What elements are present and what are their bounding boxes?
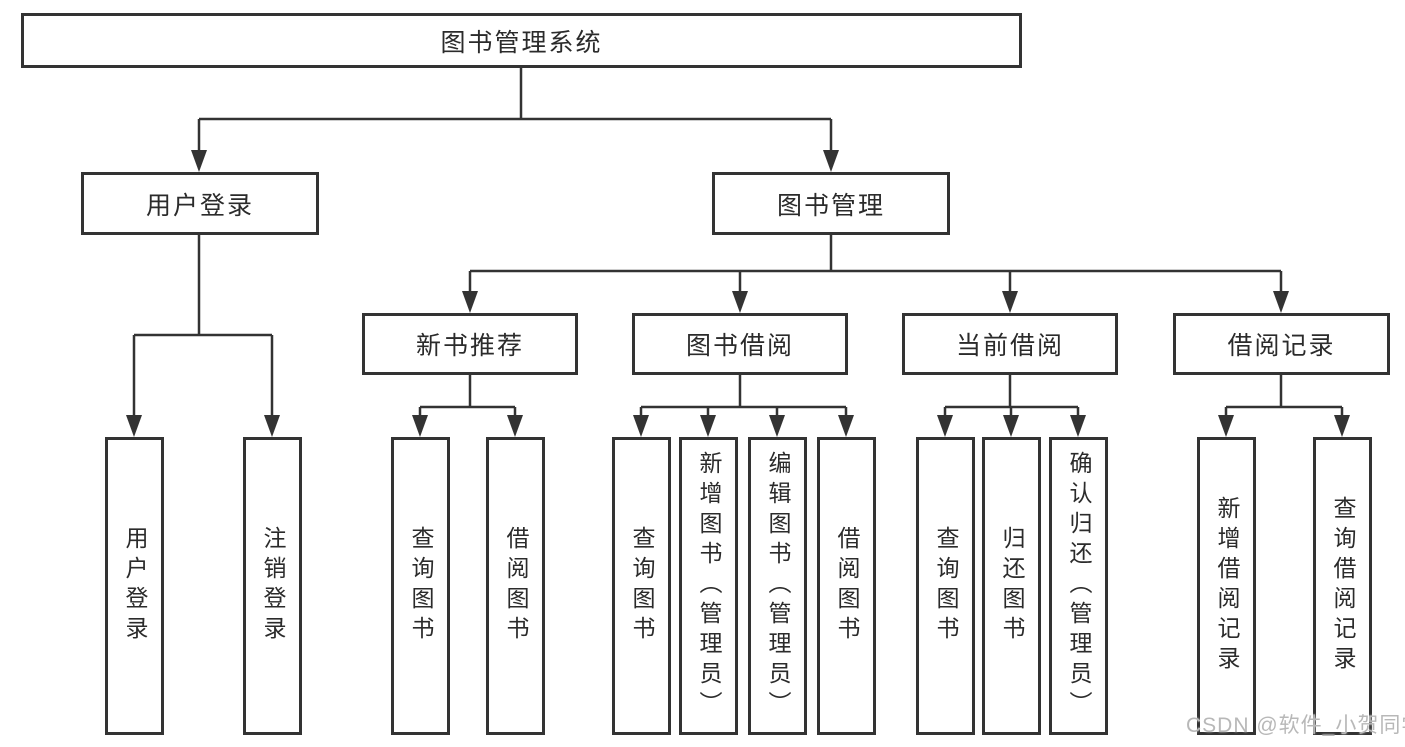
leaf-bb-borrow-books: 借阅图书 bbox=[817, 437, 876, 735]
node-book-borrow: 图书借阅 bbox=[632, 313, 848, 375]
leaf-bb-add-books-admin: 新增图书（管理员） bbox=[679, 437, 738, 735]
connector-new-book-recommend bbox=[412, 375, 523, 437]
node-root-label: 图书管理系统 bbox=[440, 28, 603, 57]
node-book-management: 图书管理 bbox=[712, 172, 950, 235]
leaf-logout-label: 注销登录 bbox=[260, 526, 286, 646]
node-borrow-records: 借阅记录 bbox=[1173, 313, 1390, 375]
leaf-logout: 注销登录 bbox=[243, 437, 302, 735]
leaf-cb-confirm-return-admin-label: 确认归还（管理员） bbox=[1066, 451, 1092, 721]
leaf-bb-edit-books-admin-label: 编辑图书（管理员） bbox=[765, 451, 791, 721]
leaf-nb-borrow-books: 借阅图书 bbox=[486, 437, 545, 735]
node-current-borrow-label: 当前借阅 bbox=[955, 332, 1064, 360]
leaf-bb-borrow-books-label: 借阅图书 bbox=[834, 526, 860, 646]
leaf-br-add-record-label: 新增借阅记录 bbox=[1214, 496, 1240, 676]
leaf-cb-query-books-label: 查询图书 bbox=[933, 526, 959, 646]
leaf-bb-edit-books-admin: 编辑图书（管理员） bbox=[748, 437, 807, 735]
connector-book-management bbox=[462, 235, 1289, 313]
node-borrow-records-label: 借阅记录 bbox=[1227, 332, 1336, 360]
leaf-br-query-record-label: 查询借阅记录 bbox=[1330, 496, 1356, 676]
watermark: CSDN @软件_小贺同学 bbox=[1186, 714, 1405, 737]
node-book-borrow-label: 图书借阅 bbox=[685, 332, 794, 360]
leaf-br-query-record: 查询借阅记录 bbox=[1313, 437, 1372, 735]
node-new-book-recommend-label: 新书推荐 bbox=[415, 332, 524, 360]
leaf-bb-query-books-label: 查询图书 bbox=[629, 526, 655, 646]
connector-book-borrow bbox=[633, 375, 854, 437]
leaf-user-login-label: 用户登录 bbox=[122, 526, 148, 646]
node-new-book-recommend: 新书推荐 bbox=[362, 313, 578, 375]
connector-root bbox=[191, 68, 839, 172]
node-user-login-label: 用户登录 bbox=[145, 191, 254, 220]
node-current-borrow: 当前借阅 bbox=[902, 313, 1118, 375]
leaf-cb-return-books: 归还图书 bbox=[982, 437, 1041, 735]
leaf-nb-query-books: 查询图书 bbox=[391, 437, 450, 735]
leaf-br-add-record: 新增借阅记录 bbox=[1197, 437, 1256, 735]
leaf-nb-borrow-books-label: 借阅图书 bbox=[503, 526, 529, 646]
leaf-nb-query-books-label: 查询图书 bbox=[408, 526, 434, 646]
node-root: 图书管理系统 bbox=[21, 13, 1022, 68]
connector-user-login bbox=[126, 235, 280, 437]
leaf-user-login: 用户登录 bbox=[105, 437, 164, 735]
connector-borrow-records bbox=[1218, 375, 1350, 437]
connector-current-borrow bbox=[937, 375, 1086, 437]
leaf-cb-confirm-return-admin: 确认归还（管理员） bbox=[1049, 437, 1108, 735]
leaf-cb-query-books: 查询图书 bbox=[916, 437, 975, 735]
node-user-login: 用户登录 bbox=[81, 172, 319, 235]
node-book-management-label: 图书管理 bbox=[776, 191, 885, 220]
leaf-bb-add-books-admin-label: 新增图书（管理员） bbox=[696, 451, 722, 721]
leaf-bb-query-books: 查询图书 bbox=[612, 437, 671, 735]
leaf-cb-return-books-label: 归还图书 bbox=[999, 526, 1025, 646]
